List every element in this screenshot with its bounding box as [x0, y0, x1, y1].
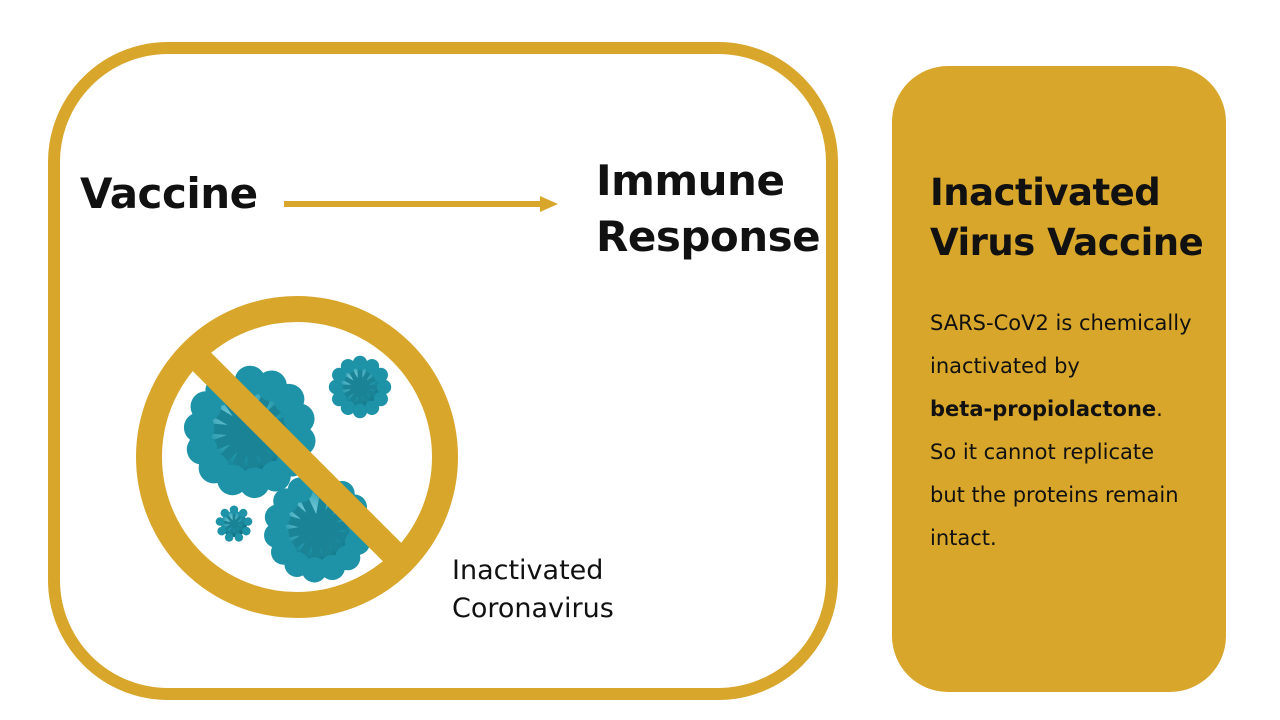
card-body-line5: but the proteins remain [930, 483, 1179, 507]
info-card: Inactivated Virus Vaccine SARS-CoV2 is c… [892, 66, 1226, 692]
coronavirus-icon [182, 365, 318, 499]
bold-term-suffix: . [1156, 397, 1163, 421]
immune-response-line1: Immune [596, 156, 785, 205]
coronavirus-icon [213, 504, 255, 545]
card-body: SARS-CoV2 is chemically inactivated by b… [930, 302, 1220, 560]
card-title-line1: Inactivated [930, 171, 1161, 214]
vaccine-label: Vaccine [80, 169, 258, 218]
card-title: Inactivated Virus Vaccine [930, 168, 1220, 268]
card-body-line4: So it cannot replicate [930, 440, 1155, 464]
card-title-line2: Virus Vaccine [930, 221, 1204, 264]
immune-response-line2: Response [596, 212, 821, 261]
inactivated-coronavirus-caption: Inactivated Coronavirus [452, 552, 672, 628]
card-body-line2: inactivated by [930, 354, 1080, 378]
arrow-right-icon [284, 196, 558, 212]
no-sign-icon [136, 296, 458, 618]
virus-caption-line1: Inactivated [452, 555, 604, 586]
coronavirus-icon [329, 356, 391, 418]
bold-term: beta-propiolactone [930, 397, 1157, 421]
card-body-line6: intact. [930, 526, 997, 550]
card-body-line3: beta-propiolactone. [930, 388, 1220, 431]
card-body-line1: SARS-CoV2 is chemically [930, 311, 1192, 335]
virus-caption-line2: Coronavirus [452, 593, 614, 624]
immune-response-label: Immune Response [596, 153, 836, 265]
inactivated-virus-illustration [136, 296, 458, 618]
